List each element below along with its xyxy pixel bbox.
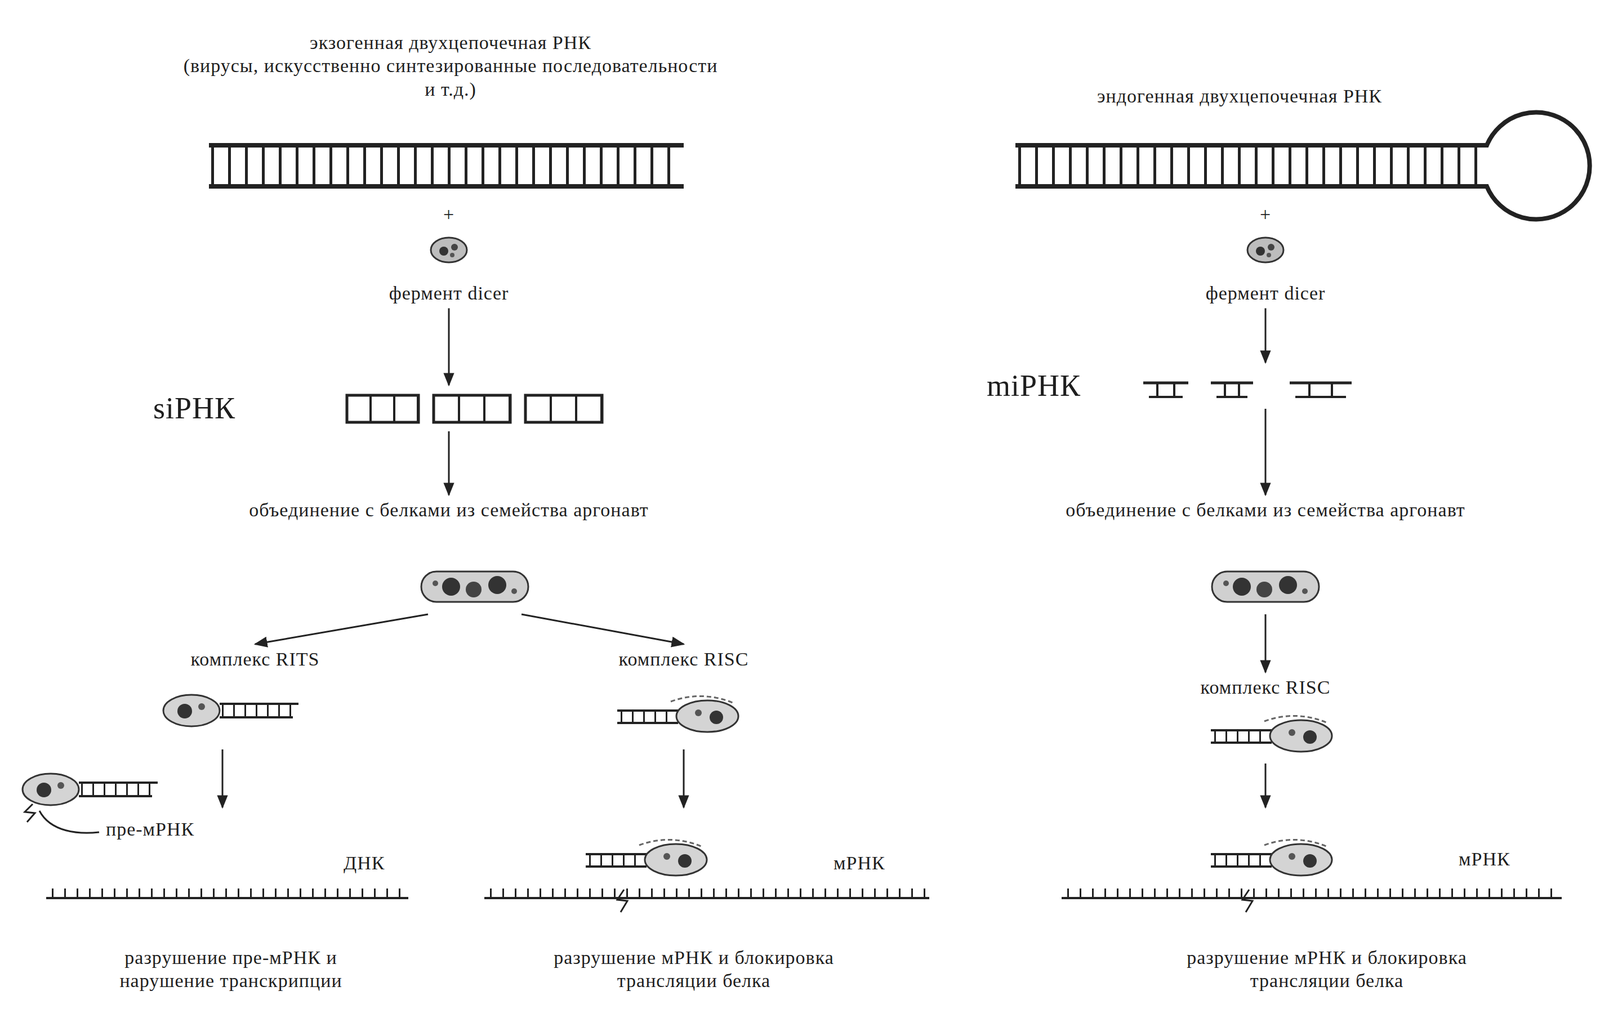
step-label: объединение с белками из семейства аргон… [1063, 498, 1468, 612]
base-pair [1308, 382, 1311, 398]
risc-complex [1210, 715, 1332, 752]
duplex-outline [346, 395, 419, 423]
risc-complex [1210, 839, 1332, 876]
rna-strand [208, 143, 684, 148]
dicer-enzyme [1247, 237, 1284, 263]
enzyme-label: фермент dicer [1148, 281, 1383, 305]
node-subtext: (вирусы, искусственно синтезированные по… [181, 54, 720, 101]
strand-label: ДНК [343, 851, 412, 875]
outcome-label: разрушение мРНК и блокировка трансляции … [1112, 810, 1541, 993]
flow-arrow [221, 749, 224, 808]
node-text: фермент dicer [1148, 281, 1383, 305]
outcome-label: разрушение пре-мРНК и нарушение транскри… [33, 810, 429, 993]
base-pair [1223, 382, 1227, 398]
node-text: комплекс RITS [149, 647, 361, 671]
flow-arrow [448, 308, 450, 386]
node-text: комплекс RISC [1153, 675, 1377, 699]
source-label: эндогенная двухцепочечная РНК [981, 84, 1498, 108]
pre-mrna-strand [39, 810, 100, 833]
flow-arrow [521, 614, 684, 645]
node-text: экзогенная двухцепочечная РНК [181, 30, 720, 55]
rits-complex [163, 694, 299, 727]
node-text: разрушение мРНК и блокировка трансляции … [536, 946, 852, 993]
rna-class-label: siРНК [153, 388, 613, 429]
argonaute-protein [421, 571, 529, 603]
rna-strand [1216, 395, 1248, 399]
node-text: miРНК [986, 366, 1402, 406]
cleavage-mark [617, 889, 628, 913]
rna-class-label: miРНК [986, 366, 1402, 406]
complex-label: комплекс RITS [149, 647, 361, 747]
cleavage-mark [24, 804, 35, 823]
base-pair [1237, 382, 1241, 398]
mrna-strand [1061, 897, 1562, 900]
base-pairs [1018, 145, 1482, 186]
argonaute-protein [1211, 571, 1319, 603]
rna-strand [1289, 381, 1352, 385]
rna-strand [208, 184, 684, 189]
node-text: объединение с белками из семейства аргон… [1063, 498, 1468, 522]
rna-strand [1210, 381, 1254, 385]
dicer-enzyme [430, 237, 467, 263]
dna-strand [46, 897, 409, 900]
strand-label: мРНК [1458, 847, 1549, 871]
strand-label: мРНК [833, 851, 924, 875]
cleavage-mark [1242, 889, 1253, 913]
mirna-duplex [1143, 382, 1352, 398]
duplex-outline [433, 395, 511, 423]
base-pair [1330, 382, 1334, 398]
base-pair [1173, 382, 1176, 398]
strand-label: пре-мРНК [105, 817, 242, 841]
node-text: siРНК [153, 388, 613, 429]
rna-strand [1143, 381, 1189, 385]
node-text: комплекс RISC [572, 647, 796, 671]
base-pairs [433, 395, 511, 422]
flow-arrow [448, 431, 450, 496]
flow-arrow [1264, 408, 1267, 496]
node-text: фермент dicer [331, 281, 566, 305]
hairpin-rna [1015, 112, 1590, 220]
enzyme-label: фермент dicer [331, 281, 566, 305]
node-text: разрушение пре-мРНК и нарушение транскри… [98, 946, 364, 993]
plus-sign: + [420, 202, 478, 226]
node-text: разрушение мРНК и блокировка трансляции … [1169, 946, 1485, 993]
outcome-label: разрушение мРНК и блокировка трансляции … [479, 810, 908, 993]
base-pairs [211, 145, 682, 186]
duplex-outline [525, 395, 603, 423]
base-pair [1156, 382, 1159, 398]
base-pairs [525, 395, 603, 422]
flow-arrow [1264, 763, 1267, 808]
risc-complex [585, 839, 707, 876]
node-text: эндогенная двухцепочечная РНК [981, 84, 1498, 108]
flow-arrow [255, 614, 429, 645]
flow-arrow [1264, 308, 1267, 363]
complex-label: комплекс RISC [1153, 675, 1377, 761]
dna-bases [51, 888, 406, 898]
rna-strand [1148, 395, 1183, 399]
sirna-duplex [346, 395, 603, 423]
source-label: экзогенная двухцепочечная РНК(вирусы, ис… [181, 30, 720, 101]
complex-label: комплекс RISC [572, 647, 796, 747]
step-label: объединение с белками из семейства аргон… [247, 498, 651, 612]
flow-arrow [683, 749, 685, 808]
rna-strand [1295, 395, 1347, 399]
plus-sign: + [1237, 202, 1294, 226]
mrna-bases [1067, 888, 1559, 898]
flow-arrow [1264, 614, 1267, 673]
rits-complex [22, 773, 158, 806]
risc-complex [617, 696, 739, 733]
base-pairs [346, 395, 419, 422]
node-text: объединение с белками из семейства аргон… [247, 498, 651, 522]
mrna-bases [489, 888, 927, 898]
